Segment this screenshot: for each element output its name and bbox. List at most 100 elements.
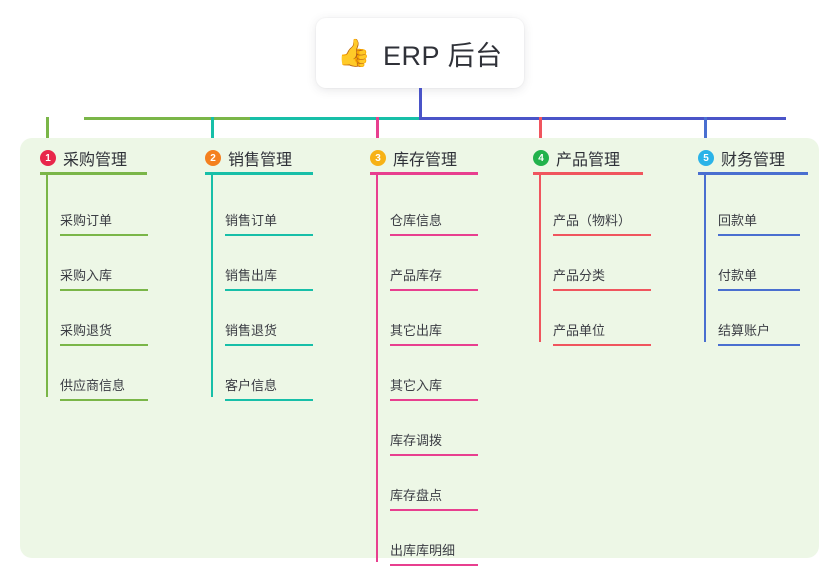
branch-header-rule <box>370 172 478 175</box>
leaf-node[interactable]: 回款单 <box>718 210 800 236</box>
leaf-node[interactable]: 采购入库 <box>60 265 148 291</box>
leaf-node-rule <box>553 234 651 236</box>
leaf-node-rule <box>225 399 313 401</box>
leaf-node[interactable]: 客户信息 <box>225 375 313 401</box>
leaf-node-label: 产品单位 <box>553 323 606 338</box>
branch-number-badge: 3 <box>370 150 386 166</box>
leaf-node-label: 产品库存 <box>390 268 443 283</box>
leaf-node-label: 客户信息 <box>225 378 278 393</box>
leaf-node-label: 仓库信息 <box>390 213 443 228</box>
leaf-node-label: 结算账户 <box>718 323 771 338</box>
leaf-node-label: 采购入库 <box>60 268 113 283</box>
leaf-node-label: 销售出库 <box>225 268 278 283</box>
thumbs-up-icon: 👍 <box>337 37 372 68</box>
leaf-node-label: 采购订单 <box>60 213 113 228</box>
leaf-node[interactable]: 销售出库 <box>225 265 313 291</box>
leaf-node[interactable]: 产品单位 <box>553 320 651 346</box>
branch-drop-connector <box>211 117 214 138</box>
branch-title: 产品管理 <box>556 152 621 169</box>
leaf-node-rule <box>553 344 651 346</box>
root-node[interactable]: 👍 ERP 后台 <box>316 18 524 88</box>
leaf-node-rule <box>225 289 313 291</box>
leaf-node-label: 产品分类 <box>553 268 606 283</box>
root-node-title: ERP 后台 <box>383 40 503 71</box>
leaf-node[interactable]: 库存调拨 <box>390 430 478 456</box>
leaf-node-label: 其它出库 <box>390 323 443 338</box>
bus-segment-3 <box>419 117 786 120</box>
branch-number-badge: 1 <box>40 150 56 166</box>
branch-number-badge: 2 <box>205 150 221 166</box>
branch-header-3[interactable]: 3 库存管理 <box>370 146 457 170</box>
leaf-node-rule <box>225 234 313 236</box>
leaf-node-rule <box>225 344 313 346</box>
leaf-node[interactable]: 采购退货 <box>60 320 148 346</box>
leaf-node-rule <box>390 509 478 511</box>
leaf-node[interactable]: 结算账户 <box>718 320 800 346</box>
branch-header-rule <box>205 172 313 175</box>
leaf-node[interactable]: 仓库信息 <box>390 210 478 236</box>
leaf-node[interactable]: 产品库存 <box>390 265 478 291</box>
leaf-node-label: 采购退货 <box>60 323 113 338</box>
leaf-node-rule <box>60 234 148 236</box>
leaf-node[interactable]: 其它入库 <box>390 375 478 401</box>
branch-title: 库存管理 <box>393 152 458 169</box>
leaf-node-rule <box>390 399 478 401</box>
branch-spine <box>376 174 378 562</box>
leaf-node[interactable]: 其它出库 <box>390 320 478 346</box>
bus-segment-2 <box>250 117 421 120</box>
branch-title: 财务管理 <box>721 152 786 169</box>
leaf-node-label: 出库库明细 <box>390 543 456 558</box>
branch-spine <box>46 174 48 397</box>
branch-spine <box>211 174 213 397</box>
bus-segment-1 <box>84 117 250 120</box>
branch-header-5[interactable]: 5 财务管理 <box>698 146 785 170</box>
leaf-node-label: 付款单 <box>718 268 758 283</box>
leaf-node-rule <box>553 289 651 291</box>
leaf-node-label: 库存调拨 <box>390 433 443 448</box>
leaf-node-label: 供应商信息 <box>60 378 126 393</box>
branch-header-rule <box>40 172 147 175</box>
leaf-node-label: 库存盘点 <box>390 488 443 503</box>
branch-title: 销售管理 <box>228 152 293 169</box>
leaf-node-label: 销售订单 <box>225 213 278 228</box>
branch-header-rule <box>698 172 808 175</box>
branch-number-badge: 5 <box>698 150 714 166</box>
branch-header-2[interactable]: 2 销售管理 <box>205 146 292 170</box>
branch-drop-connector <box>46 117 49 138</box>
leaf-node-rule <box>718 289 800 291</box>
leaf-node[interactable]: 产品分类 <box>553 265 651 291</box>
leaf-node-rule <box>60 289 148 291</box>
leaf-node-label: 回款单 <box>718 213 758 228</box>
branch-spine <box>539 174 541 342</box>
branch-header-rule <box>533 172 643 175</box>
branch-drop-connector <box>539 117 542 138</box>
leaf-node[interactable]: 采购订单 <box>60 210 148 236</box>
branch-drop-connector <box>704 117 707 138</box>
leaf-node-label: 其它入库 <box>390 378 443 393</box>
leaf-node[interactable]: 销售退货 <box>225 320 313 346</box>
branch-drop-connector <box>376 117 379 138</box>
leaf-node-rule <box>390 234 478 236</box>
leaf-node[interactable]: 付款单 <box>718 265 800 291</box>
leaf-node-rule <box>390 564 478 566</box>
root-trunk-connector <box>419 88 422 120</box>
leaf-node-label: 销售退货 <box>225 323 278 338</box>
leaf-node-label: 产品（物料） <box>553 213 632 228</box>
branch-spine <box>704 174 706 342</box>
leaf-node[interactable]: 产品（物料） <box>553 210 651 236</box>
leaf-node-rule <box>718 234 800 236</box>
leaf-node[interactable]: 库存盘点 <box>390 485 478 511</box>
leaf-node-rule <box>390 344 478 346</box>
leaf-node-rule <box>60 344 148 346</box>
leaf-node[interactable]: 出库库明细 <box>390 540 478 566</box>
leaf-node[interactable]: 供应商信息 <box>60 375 148 401</box>
leaf-node[interactable]: 销售订单 <box>225 210 313 236</box>
leaf-node-rule <box>60 399 148 401</box>
leaf-node-rule <box>390 289 478 291</box>
leaf-node-rule <box>718 344 800 346</box>
leaf-node-rule <box>390 454 478 456</box>
